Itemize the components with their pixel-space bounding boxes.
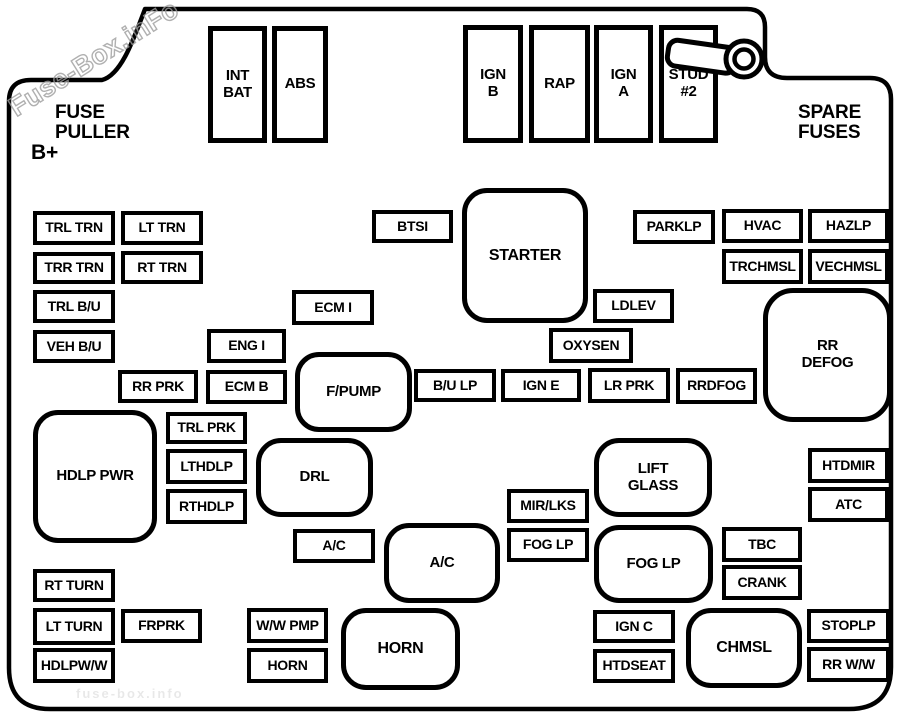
fuse-ign-e: IGN E xyxy=(501,369,581,402)
fuse-mir-lks: MIR/LKS xyxy=(507,489,589,523)
fuse-chmsl: CHMSL xyxy=(686,608,802,688)
fuse-lt-turn: LT TURN xyxy=(33,608,115,645)
fuse-htdmir: HTDMIR xyxy=(808,448,889,483)
fuse-abs: ABS xyxy=(272,26,328,143)
fuse-rr-defog: RR DEFOG xyxy=(763,288,892,422)
fuse-ecm-b: ECM B xyxy=(206,370,287,404)
fuse-htdseat: HTDSEAT xyxy=(593,649,675,683)
fuse-stoplp: STOPLP xyxy=(807,609,890,643)
fuse-bu-lp: B/U LP xyxy=(414,369,496,402)
fuse-rt-turn: RT TURN xyxy=(33,569,115,602)
fuse-ign-a: IGN A xyxy=(594,25,653,143)
fuse-ecm-i: ECM I xyxy=(292,290,374,325)
fuse-frprk: FRPRK xyxy=(121,609,202,643)
fuse-ign-c: IGN C xyxy=(593,610,675,643)
fuse-rr-ww: RR W/W xyxy=(807,647,890,682)
fuse-stud-2: STUD #2 xyxy=(659,25,718,143)
fuse-trl-trn: TRL TRN xyxy=(33,211,115,245)
fuse-starter: STARTER xyxy=(462,188,588,323)
fuse-int-bat: INT BAT xyxy=(208,26,267,143)
fuse-trr-trn: TRR TRN xyxy=(33,252,115,284)
fuse-hdlpww: HDLPW/W xyxy=(33,648,115,683)
fuse-rrdfog: RRDFOG xyxy=(676,368,757,404)
fuse-lift-glass: LIFT GLASS xyxy=(594,438,712,517)
fuse-atc: ATC xyxy=(808,487,889,522)
fuse-parklp: PARKLP xyxy=(633,210,715,244)
fuse-tbc: TBC xyxy=(722,527,802,562)
fuse-ac-small: A/C xyxy=(293,529,375,563)
fuse-trl-bu: TRL B/U xyxy=(33,290,115,323)
fuse-oxysen: OXYSEN xyxy=(549,328,633,363)
fuse-horn-small: HORN xyxy=(247,648,328,683)
fuse-rr-prk: RR PRK xyxy=(118,370,198,403)
fuse-ac-large: A/C xyxy=(384,523,500,603)
fuse-trl-prk: TRL PRK xyxy=(166,412,247,444)
fuse-hazlp: HAZLP xyxy=(808,209,889,243)
fuse-lr-prk: LR PRK xyxy=(588,368,670,403)
fuse-eng-i: ENG I xyxy=(207,329,286,363)
fuse-horn-large: HORN xyxy=(341,608,460,690)
fuse-trchmsl: TRCHMSL xyxy=(722,249,803,284)
fuse-drl: DRL xyxy=(256,438,373,517)
fuse-lthdlp: LTHDLP xyxy=(166,449,247,484)
fuse-fog-lp-small: FOG LP xyxy=(507,528,589,562)
fuse-fog-lp-large: FOG LP xyxy=(594,525,713,603)
fuse-ww-pmp: W/W PMP xyxy=(247,608,328,643)
fuse-ign-b: IGN B xyxy=(463,25,523,143)
fuse-vechmsl: VECHMSL xyxy=(808,249,889,284)
fuse-hdlp-pwr: HDLP PWR xyxy=(33,410,157,543)
fuse-veh-bu: VEH B/U xyxy=(33,330,115,363)
fuse-hvac: HVAC xyxy=(722,209,803,243)
fuse-ldlev: LDLEV xyxy=(593,289,674,323)
fuse-f-pump: F/PUMP xyxy=(295,352,412,432)
fuse-rt-trn: RT TRN xyxy=(121,251,203,284)
fuse-lt-trn: LT TRN xyxy=(121,211,203,245)
fuse-crank: CRANK xyxy=(722,565,802,600)
fuse-btsi: BTSI xyxy=(372,210,453,243)
fuse-rap: RAP xyxy=(529,25,590,143)
fuse-rthdlp: RTHDLP xyxy=(166,489,247,524)
